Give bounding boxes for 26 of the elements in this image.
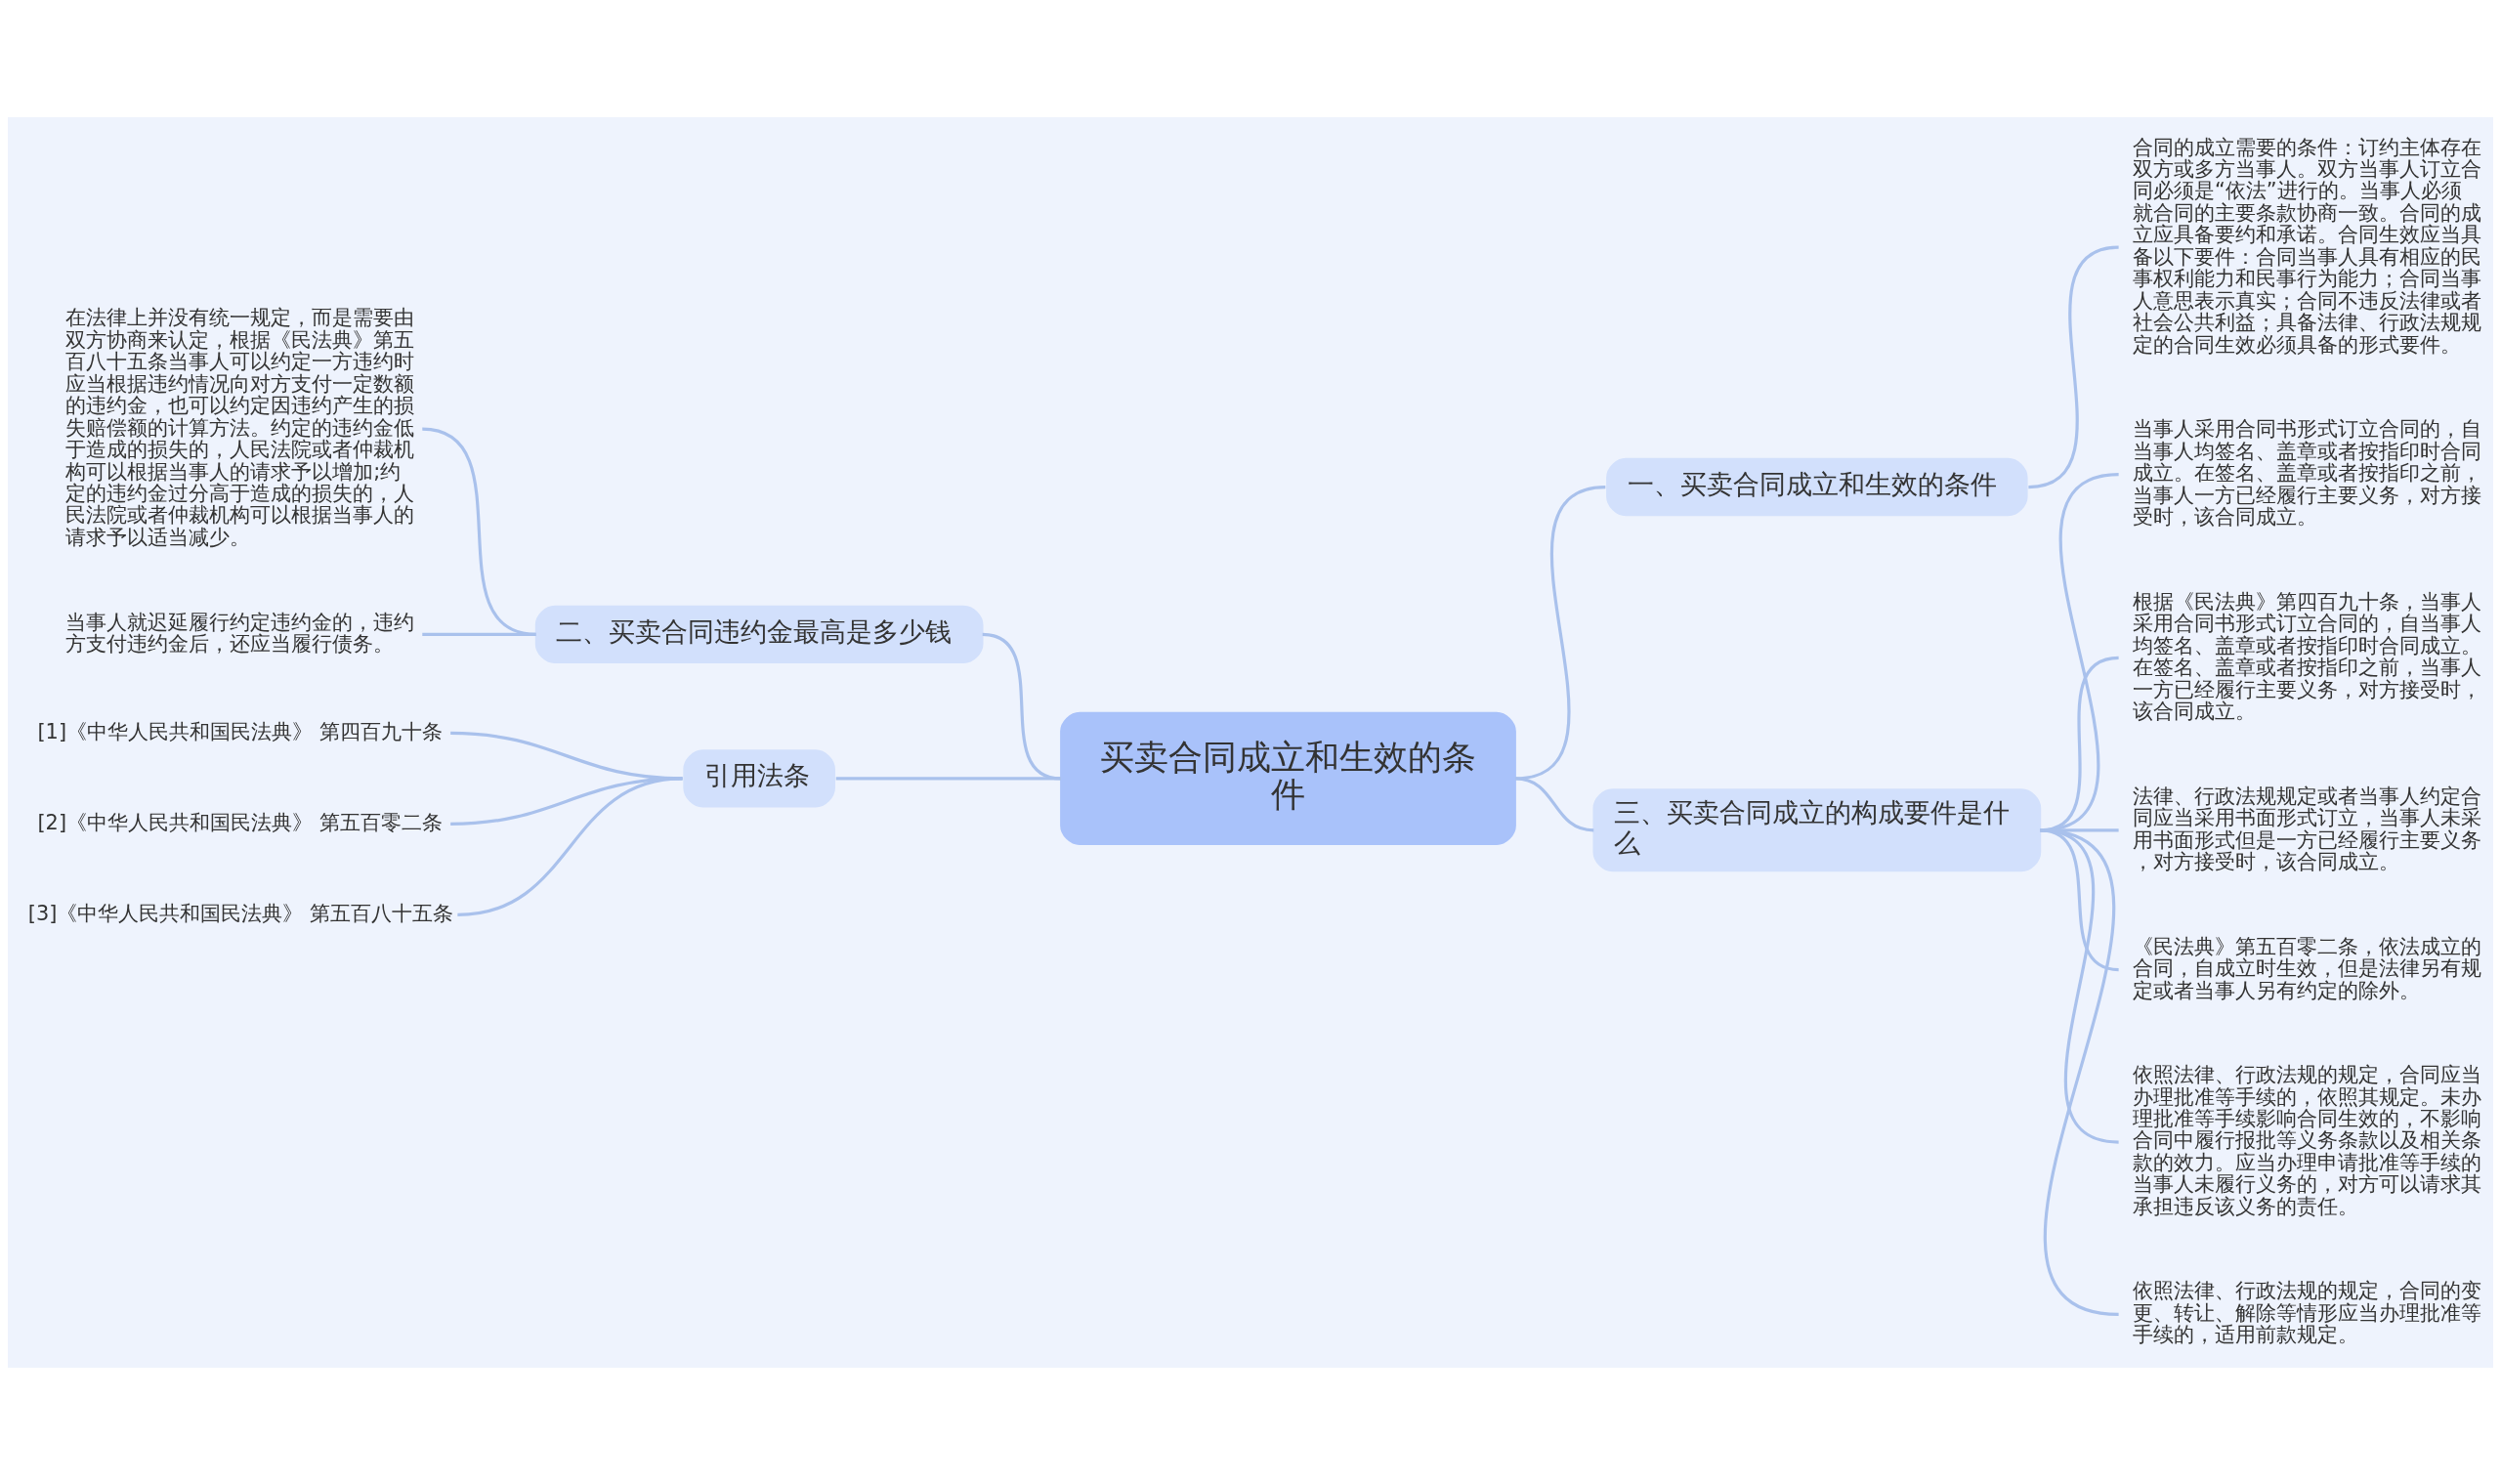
connector	[2040, 827, 2119, 1316]
node-text: [2]《中华人民共和国民法典》 第五百零二条	[37, 810, 443, 834]
node-box: 买卖合同成立和生效的条件	[1060, 711, 1516, 845]
node-box: 二、买卖合同违约金最高是多少钱	[534, 605, 984, 663]
node-text: 《民法典》第五百零二条，依法成立的合同，自成立时生效，但是法律另有规定或者当事人另有约定的除外。	[2133, 934, 2482, 1001]
node-text: 依照法律、行政法规的规定，合同的变更、转让、解除等情形应当办理批准等手续的，适用前款规定。	[2133, 1278, 2482, 1346]
connector	[1514, 776, 1594, 831]
connector	[2028, 245, 2119, 488]
connector	[422, 632, 536, 636]
node-text: 依照法律、行政法规的规定，合同应当办理批准等手续的，依照其规定。未办理批准等手续影响合同生效的，不影响合同中履行报批等义务条款以及相关条款的效力。应当办理申请批准等手续的当事人未履行义务的，对方可以请求其承担违反该义务的责任。	[2133, 1062, 2482, 1218]
connector	[2040, 827, 2119, 971]
node-text: [3]《中华人民共和国民法典》 第五百八十五条	[27, 901, 454, 925]
node-text: [1]《中华人民共和国民法典》 第四百九十条	[37, 719, 443, 743]
node-text: 当事人采用合同书形式订立合同的，自当事人均签名、盖章或者按指印时合同成立。在签名、盖章或者按指印之前，当事人一方已经履行主要义务，对方接受时，该合同成立。	[2133, 416, 2482, 529]
connector	[835, 776, 1061, 780]
node-text: 法律、行政法规规定或者当事人约定合同应当采用书面形式订立，当事人未采用书面形式但是一方已经履行主要义务，对方接受时，该合同成立。	[2133, 784, 2482, 873]
node-text: 根据《民法典》第四百九十条，当事人采用合同书形式订立合同的，自当事人均签名、盖章或者按指印时合同成立。在签名、盖章或者按指印之前，当事人一方已经履行主要义务，对方接受时，该合同成立。	[2133, 589, 2482, 723]
node-box: 三、买卖合同成立的构成要件是什么	[1592, 787, 2042, 871]
node-text: 合同的成立需要的条件：订约主体存在双方或多方当事人。双方当事人订立合同必须是“依法”进行的。当事人必须就合同的主要条款协商一致。合同的成立应具备要约和承诺。合同生效应当具备以下要件：合同当事人具有相应的民事权利能力和民事行为能力；合同当事人意思表示真实；合同不违反法律或者社会公共利益；具备法律、行政法规规定的合同生效必须具备的形式要件。	[2133, 135, 2482, 357]
connector	[2040, 827, 2119, 1144]
node-text: 当事人就迟延履行约定违约金的，违约方支付违约金后，还应当履行债务。	[65, 610, 415, 656]
connector	[422, 427, 536, 636]
node-box: 引用法条	[683, 748, 835, 808]
connector	[457, 776, 683, 916]
node-text: 在法律上并没有统一规定，而是需要由双方协商来认定，根据《民法典》第五百八十五条当事人可以约定一方违约时应当根据违约情况向对方支付一定数额的违约金，也可以约定因违约产生的损失赔偿额的计算方法。约定的违约金低于造成的损失的，人民法院或者仲裁机构可以根据当事人的请求予以增加;约定的违约金过分高于造成的损失的，人民法院或者仲裁机构可以根据当事人的请求予以适当减少。	[65, 305, 415, 549]
node-box: 一、买卖合同成立和生效的条件	[1606, 457, 2028, 516]
